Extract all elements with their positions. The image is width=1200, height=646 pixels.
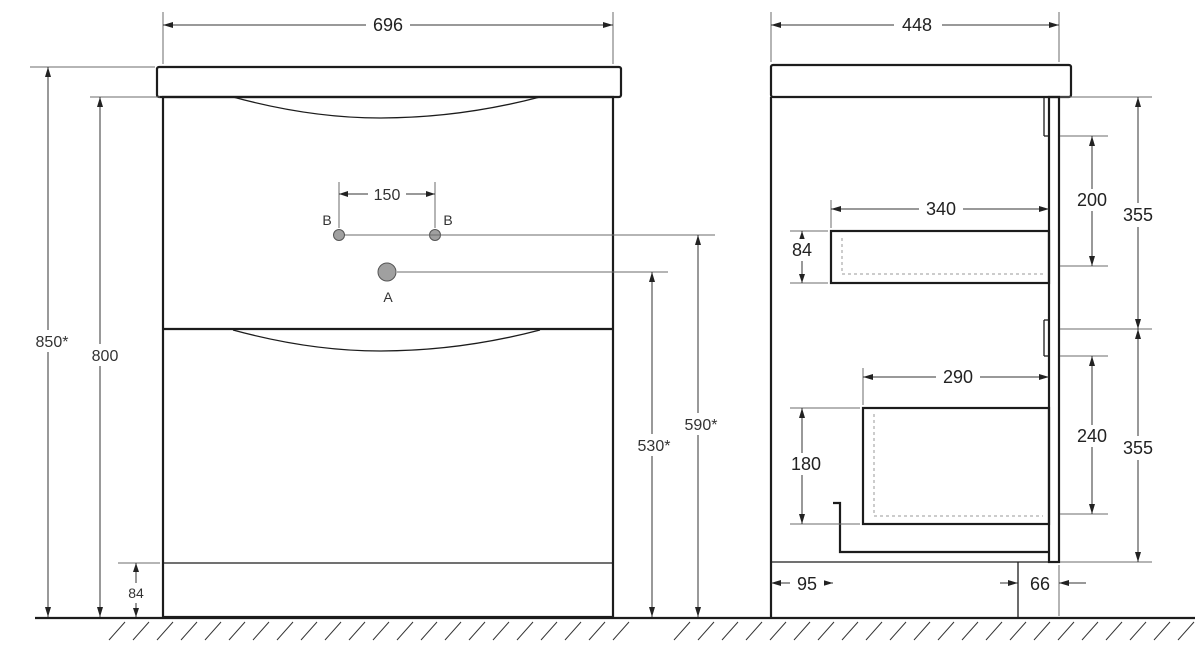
hatch-stroke <box>913 621 931 641</box>
hatch-stroke <box>396 621 414 641</box>
hatch-stroke <box>1177 621 1195 641</box>
hatch-stroke <box>889 621 907 641</box>
hatch-stroke <box>228 621 246 641</box>
hatch-stroke <box>324 621 342 641</box>
water-spacing-label: 150 <box>374 187 401 204</box>
hatch-stroke <box>937 621 955 641</box>
hatch-stroke <box>1009 621 1027 641</box>
side-view: 448 200 355 340 84 290 180 240 355 95 66 <box>769 12 1160 617</box>
side-countertop <box>769 63 1073 99</box>
plinth-front-offset-label: 95 <box>797 574 817 594</box>
lower-drawer-depth-label: 290 <box>943 367 973 387</box>
hatch-stroke <box>673 621 691 641</box>
side-depth-label: 448 <box>902 15 932 35</box>
lower-section-label: 355 <box>1123 438 1153 458</box>
hatch-stroke <box>252 621 270 641</box>
plinth-height-label: 84 <box>128 585 144 601</box>
hatch-stroke <box>961 621 979 641</box>
hatch-stroke <box>841 621 859 641</box>
hatch-stroke <box>492 621 510 641</box>
upper-drawer-curve <box>232 96 541 119</box>
plinth-back-offset-label: 66 <box>1030 574 1050 594</box>
front-countertop <box>155 65 623 99</box>
ground-hatching <box>108 621 1195 641</box>
water-point-left-label: B <box>322 212 331 228</box>
water-point-right-label: B <box>443 212 452 228</box>
hatch-stroke <box>516 621 534 641</box>
hatch-stroke <box>564 621 582 641</box>
hatch-stroke <box>1081 621 1099 641</box>
upper-section-label: 355 <box>1123 205 1153 225</box>
overall-height-label: 850* <box>36 334 69 351</box>
cabinet-height-label: 800 <box>92 348 119 365</box>
hatch-stroke <box>985 621 1003 641</box>
drain-point-label: A <box>383 289 393 305</box>
hatch-stroke <box>1057 621 1075 641</box>
hatch-stroke <box>817 621 835 641</box>
hatch-stroke <box>1033 621 1051 641</box>
hatch-stroke <box>1105 621 1123 641</box>
upper-drawer-depth-label: 340 <box>926 199 956 219</box>
lower-drawer-box <box>861 406 1051 526</box>
hatch-stroke <box>204 621 222 641</box>
hatch-stroke <box>372 621 390 641</box>
lower-drawer-height-label: 180 <box>791 454 821 474</box>
hatch-stroke <box>180 621 198 641</box>
front-cabinet-body <box>161 95 615 619</box>
hatch-stroke <box>865 621 883 641</box>
hatch-stroke <box>697 621 715 641</box>
hatch-stroke <box>156 621 174 641</box>
drain-height-label: 530* <box>638 438 671 455</box>
hatch-stroke <box>1129 621 1147 641</box>
front-view: 696 850* 800 84 150 B B A 530* 590* <box>28 12 724 619</box>
hatch-stroke <box>300 621 318 641</box>
side-back-panel <box>1047 95 1061 564</box>
lower-drawer-opening-label: 240 <box>1077 426 1107 446</box>
hatch-stroke <box>132 621 150 641</box>
lower-drawer-curve <box>232 329 541 352</box>
upper-drawer-opening-label: 200 <box>1077 190 1107 210</box>
hatch-stroke <box>721 621 739 641</box>
hatch-stroke <box>612 621 630 641</box>
upper-drawer-box <box>829 229 1051 285</box>
drain-point-icon <box>377 262 397 282</box>
hatch-stroke <box>420 621 438 641</box>
hatch-stroke <box>769 621 787 641</box>
hatch-stroke <box>444 621 462 641</box>
hatch-stroke <box>745 621 763 641</box>
hatch-stroke <box>588 621 606 641</box>
hatch-stroke <box>108 621 126 641</box>
hatch-stroke <box>468 621 486 641</box>
hatch-stroke <box>793 621 811 641</box>
hatch-stroke <box>540 621 558 641</box>
water-height-label: 590* <box>685 417 718 434</box>
ground <box>35 616 1195 641</box>
front-width-label: 696 <box>373 15 403 35</box>
hatch-stroke <box>276 621 294 641</box>
upper-drawer-height-label: 84 <box>792 240 812 260</box>
hatch-stroke <box>1153 621 1171 641</box>
water-inlet-left-icon <box>333 229 345 241</box>
hatch-stroke <box>348 621 366 641</box>
